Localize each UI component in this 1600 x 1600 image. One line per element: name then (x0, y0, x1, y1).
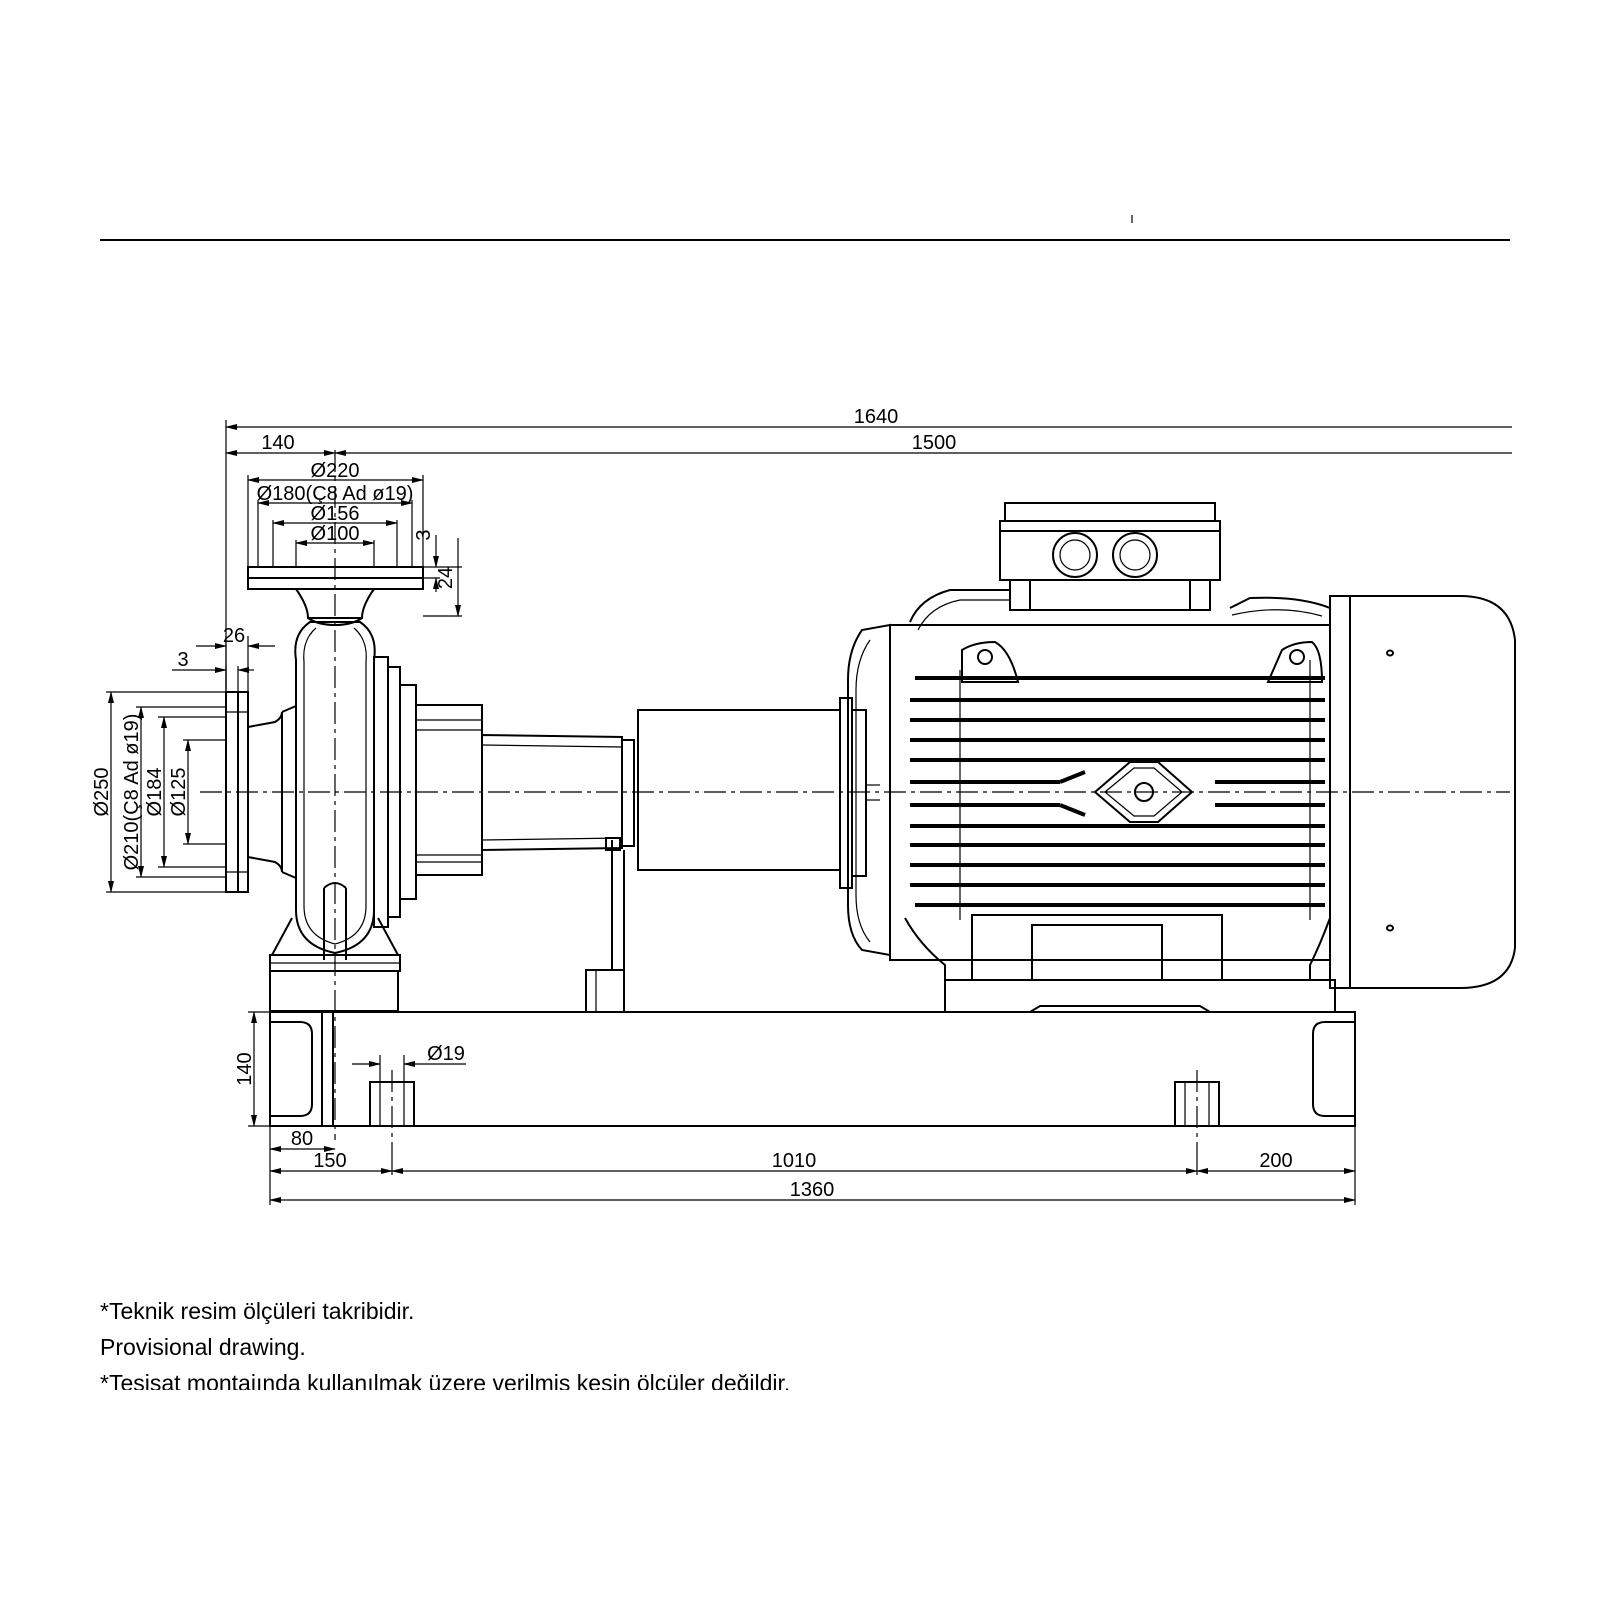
dim-text-80: 80 (291, 1128, 313, 1150)
dim-text-1500: 1500 (912, 432, 957, 454)
dim-text-d180: Ø180(Ç8 Ad ø19) (257, 483, 414, 505)
brand-emblem (1093, 761, 1194, 823)
cooling-fins (910, 676, 1325, 907)
dim-text-140-top: 140 (261, 432, 294, 454)
note-not-for-installation: *Tesisat montajında kullanılmak üzere ve… (100, 1370, 791, 1390)
dim-text-1360: 1360 (790, 1179, 835, 1201)
dim-text-anchor-d19: Ø19 (427, 1043, 465, 1065)
dim-text-d125: Ø125 (168, 768, 190, 817)
dim-top-flange: Ø220 Ø180(Ç8 Ad ø19) Ø156 Ø100 3 24 (247, 460, 462, 617)
anchor-pocket-left (369, 1070, 415, 1160)
dim-text-3-top: 3 (413, 529, 435, 540)
dim-text-150: 150 (313, 1150, 346, 1172)
dim-text-140-base: 140 (234, 1052, 256, 1085)
dim-text-d184: Ø184 (144, 768, 166, 817)
dim-text-d156: Ø156 (311, 503, 360, 525)
dim-base-height-140: 140 (234, 1011, 270, 1127)
dim-anchor-hole: Ø19 (352, 1043, 466, 1082)
lifting-eye-right (1266, 640, 1324, 683)
coupling-guard (637, 709, 841, 871)
dim-1500: 1500 (334, 432, 1512, 456)
dim-overall-1640: 1640 (225, 406, 1512, 690)
base-frame (269, 1011, 1356, 1160)
dim-text-1640: 1640 (854, 406, 899, 428)
terminal-box (999, 502, 1221, 611)
dim-text-26: 26 (223, 625, 245, 647)
dim-text-200: 200 (1259, 1150, 1292, 1172)
dim-side-flange: 26 3 Ø250 Ø210(Ç8 Ad ø19) Ø184 Ø125 (91, 625, 275, 893)
dim-text-d100: Ø100 (311, 523, 360, 545)
motor-feet (904, 914, 1336, 1013)
dim-140-top: 140 (225, 432, 336, 456)
fan-cover (1329, 595, 1516, 989)
dim-text-d210: Ø210(Ç8 Ad ø19) (121, 714, 143, 871)
note-approximate-dimensions: *Teknik resim ölçüleri takribidir. (100, 1298, 415, 1324)
dim-base-bottom: 80 150 1010 200 1360 (269, 1126, 1356, 1205)
suction-flange (225, 691, 249, 893)
dim-text-3-side: 3 (177, 649, 188, 671)
dim-text-d220: Ø220 (311, 460, 360, 482)
note-provisional-drawing: Provisional drawing. (100, 1334, 306, 1360)
anchor-pocket-right (1174, 1070, 1220, 1160)
note-clip-region: *Tesisat montajında kullanılmak üzere ve… (100, 1370, 1300, 1390)
dim-text-d250: Ø250 (91, 768, 113, 817)
dim-text-24: 24 (435, 567, 457, 589)
dim-text-1010: 1010 (772, 1150, 817, 1172)
electric-motor (839, 502, 1516, 1013)
pump-volute-casing (247, 621, 417, 1012)
lifting-eye-left (961, 640, 1020, 683)
bearing-housing (415, 704, 635, 1013)
